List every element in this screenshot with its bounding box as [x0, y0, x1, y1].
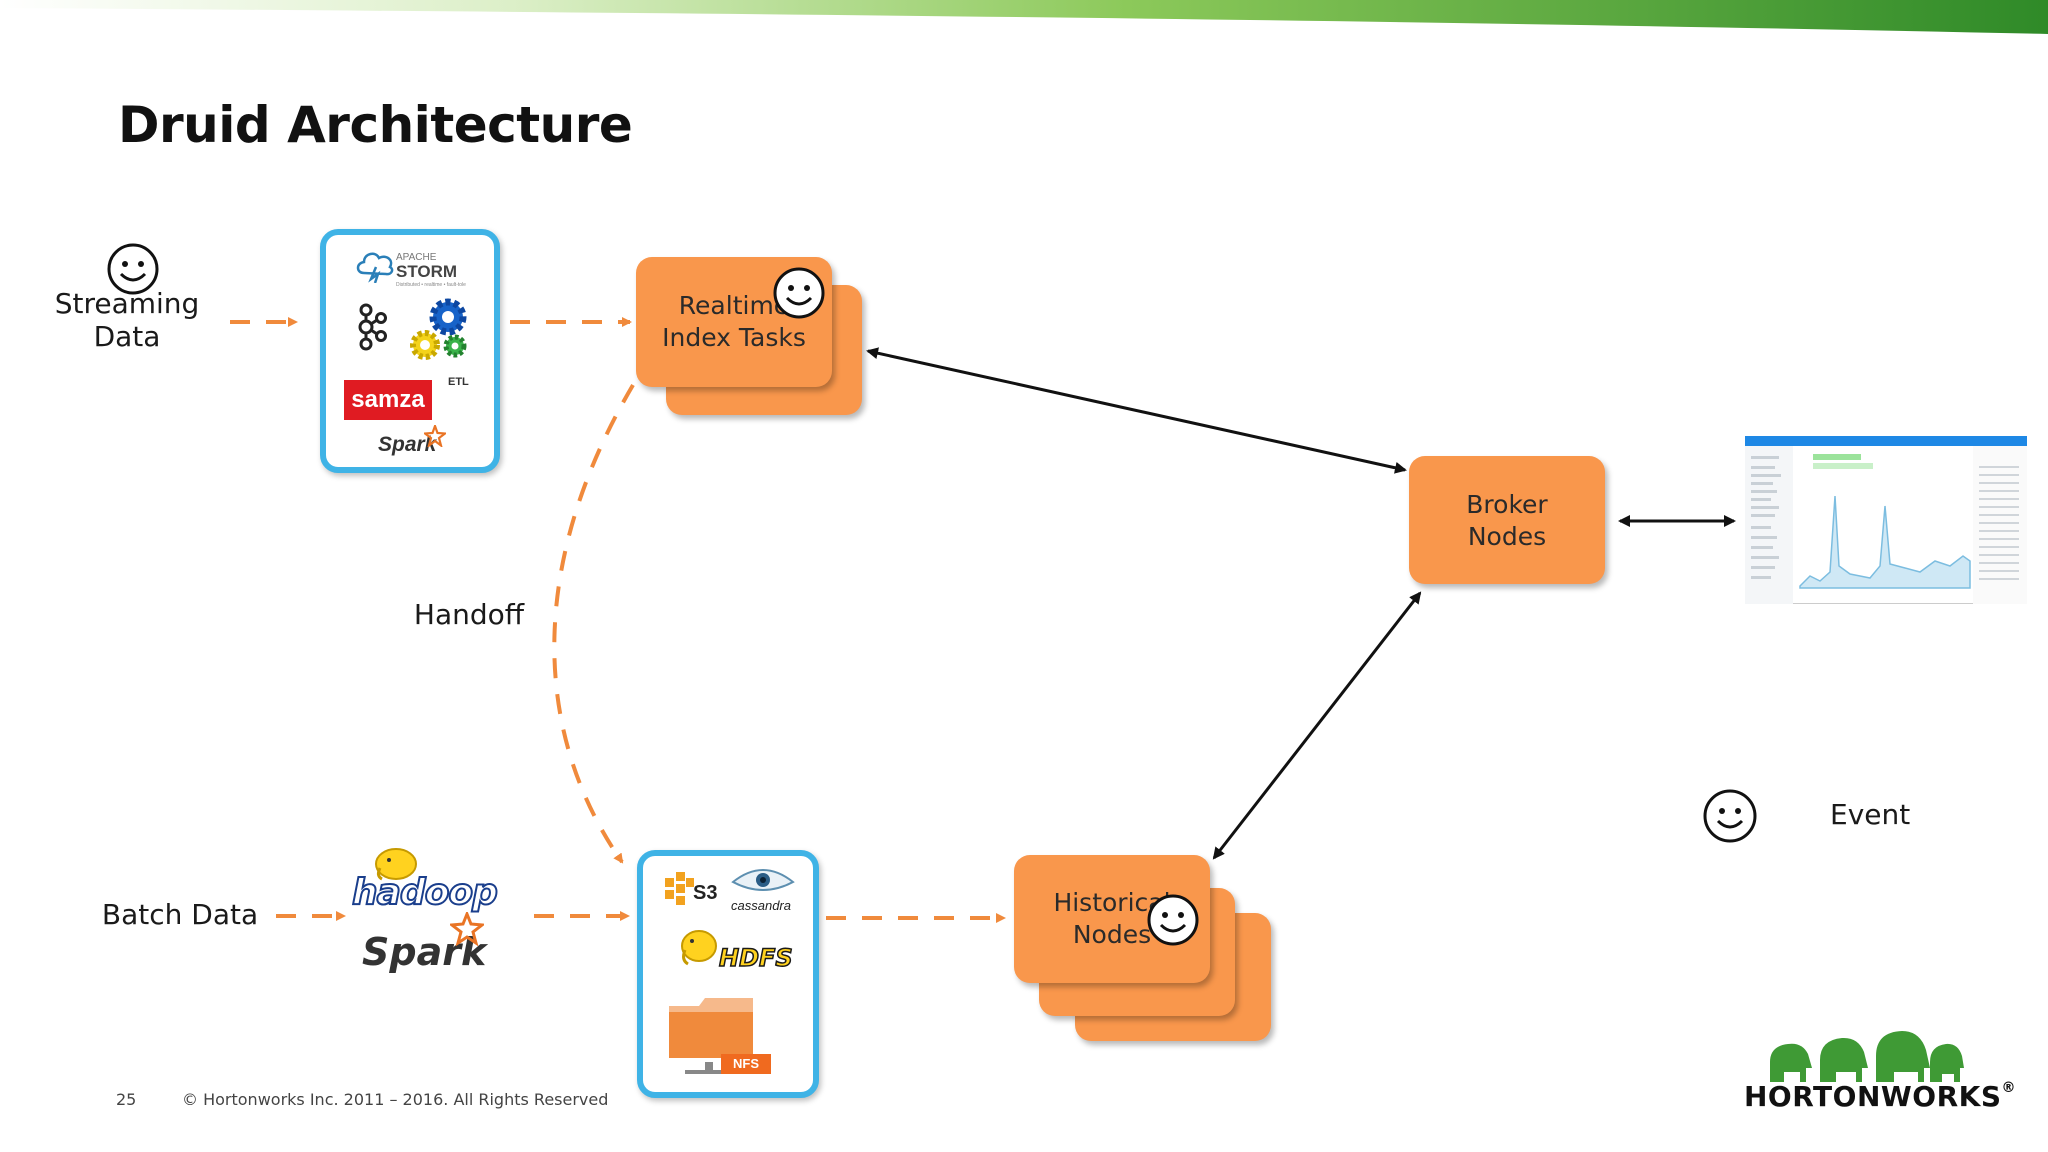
hadoop-elephant-icon [375, 848, 417, 881]
header-swoosh [0, 0, 2048, 34]
nfs-folder-icon [669, 998, 753, 1074]
s3-icon [665, 872, 694, 905]
storm-logo-text: STORM [396, 262, 458, 281]
legend-event-label: Event [1830, 798, 1911, 831]
smiley-icon [107, 243, 159, 295]
hdfs-elephant-icon [681, 930, 717, 966]
copyright-text: © Hortonworks Inc. 2011 – 2016. All Righ… [182, 1090, 609, 1109]
etl-label: ETL [448, 376, 469, 388]
streaming-data-label: Streaming Data [50, 287, 204, 353]
hadoop-logo-text: hadoop [351, 871, 499, 914]
stream-tools-box: APACHE STORM Distributed • realtime • fa… [320, 229, 500, 473]
legend-smiley-icon [1703, 789, 1757, 843]
brand-name: HORTONWORKS [1744, 1080, 2002, 1113]
page-number: 25 [116, 1090, 137, 1109]
realtime-label: Realtime Index Tasks [636, 290, 832, 354]
streaming-label-line2: Data [93, 320, 161, 353]
cassandra-label: cassandra [731, 898, 791, 913]
samza-logo: samza [344, 380, 432, 420]
slide-title: Druid Architecture [118, 96, 633, 154]
nfs-badge: NFS [721, 1054, 771, 1074]
historical-broker-arrow [1212, 591, 1422, 860]
cassandra-eye-icon [731, 869, 795, 891]
streaming-label-line1: Streaming [54, 287, 200, 320]
historical-label-line2: Nodes [1072, 920, 1152, 949]
broker-label: Broker Nodes [1409, 489, 1605, 553]
broker-label-line2: Nodes [1467, 522, 1547, 551]
storm-small-text: APACHE [396, 252, 437, 263]
spark-star-icon [424, 425, 446, 447]
broker-label-line1: Broker [1466, 490, 1548, 519]
smiley-icon [1147, 894, 1199, 946]
hortonworks-wordmark: HORTONWORKS® [1744, 1080, 2016, 1113]
s3-label: S3 [693, 882, 718, 904]
realtime-label-line1: Realtime [678, 291, 790, 320]
spark-logo-text: Spark [378, 433, 437, 456]
query-ui-thumbnail [1745, 436, 2027, 604]
hdfs-label: HDFS [718, 943, 793, 973]
handoff-arrow [552, 383, 635, 864]
batch-data-label: Batch Data [101, 898, 259, 931]
deep-storage-box: S3 cassandra HDFS NFS [637, 850, 819, 1098]
realtime-broker-arrow [866, 347, 1407, 474]
smiley-icon [773, 267, 825, 319]
handoff-label: Handoff [413, 598, 525, 631]
storm-cloud-icon [356, 252, 394, 283]
realtime-label-line2: Index Tasks [662, 323, 806, 352]
kafka-icon [358, 303, 387, 351]
hortonworks-elephants-logo [1770, 1031, 1964, 1082]
brand-registered-mark: ® [2001, 1080, 2016, 1096]
spark-star-icon [450, 912, 484, 946]
broker-nodes-node: Broker Nodes [1409, 456, 1605, 584]
storm-tagline: Distributed • realtime • fault-tolerant [396, 282, 466, 288]
etl-gears-icon [410, 298, 467, 360]
